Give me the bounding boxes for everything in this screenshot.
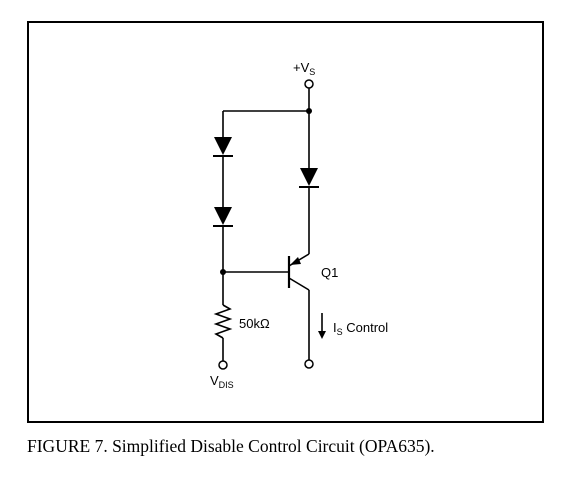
output-terminal [304,359,314,369]
transistor-q1 [223,253,310,291]
diode-left-lower [213,207,233,227]
diode-left-upper [213,137,233,157]
supply-label: +VS [293,60,315,77]
supply-terminal [304,79,314,89]
junction-top [306,108,312,114]
figure-frame [27,21,544,423]
current-label: IS Control [333,320,388,337]
disable-label: VDIS [210,373,234,390]
resistor-50k [213,304,233,339]
current-arrow [318,313,326,339]
transistor-label: Q1 [321,265,338,280]
figure-caption: FIGURE 7. Simplified Disable Control Cir… [27,436,435,456]
resistor-label: 50kΩ [239,316,270,331]
disable-terminal [218,360,228,370]
diode-right [299,168,319,188]
